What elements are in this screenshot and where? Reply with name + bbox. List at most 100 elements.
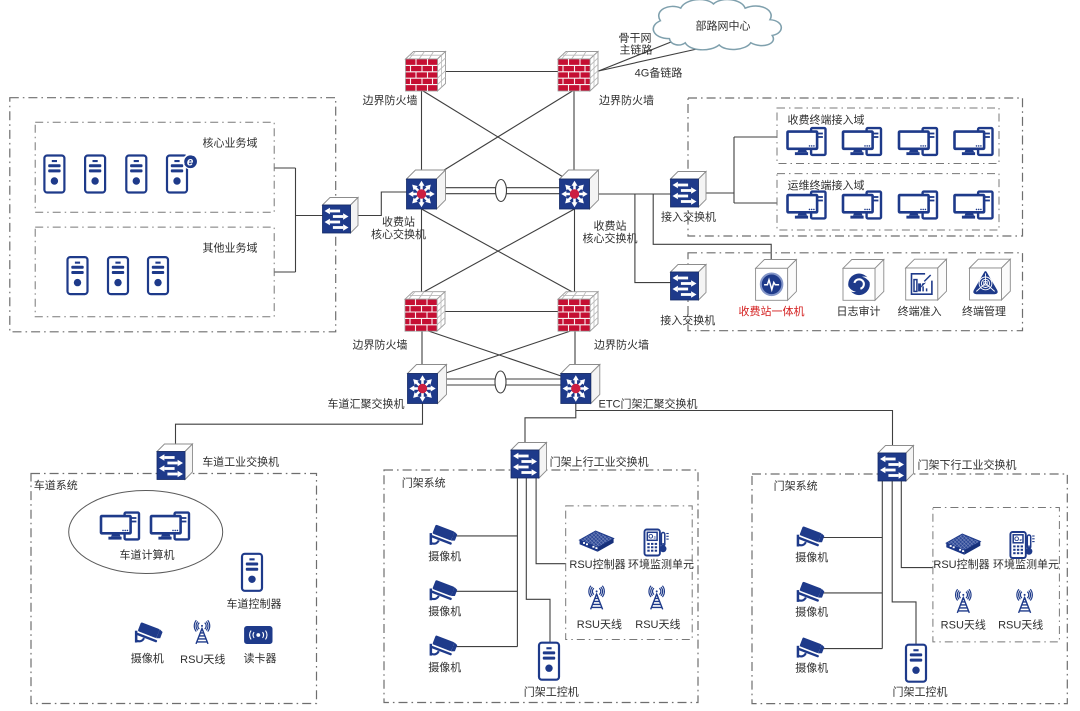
core-server-2-icon[interactable]: [83, 154, 107, 194]
link-gd-cameras: [810, 473, 883, 650]
lane-reader-icon[interactable]: [243, 625, 274, 645]
gantry-down-switch-icon[interactable]: [877, 445, 914, 482]
gu-antenna-1-label: RSU天线: [577, 617, 622, 631]
aio-machine-icon[interactable]: [755, 259, 797, 301]
toll-terminal-4-icon[interactable]: [953, 126, 994, 157]
gd-env-unit-icon[interactable]: [1009, 531, 1036, 559]
agg-switch-lane-icon[interactable]: [408, 365, 447, 404]
lane-controller-icon[interactable]: [240, 552, 264, 592]
svg-text:e: e: [187, 157, 194, 169]
agg-etc-label: ETC门架汇聚交换机: [599, 396, 698, 410]
access-switch-2-label: 接入交换机: [660, 313, 715, 327]
cloud-label: 部路网中心: [696, 19, 751, 33]
toll-terminal-1-icon[interactable]: [786, 126, 827, 157]
gd-camera-3-icon[interactable]: [795, 636, 826, 660]
access-switch-1-icon[interactable]: [670, 171, 707, 208]
firewall-bottom-right-icon[interactable]: [557, 291, 599, 332]
gu-camera-3-icon[interactable]: [428, 634, 459, 658]
other-server-2-icon[interactable]: [106, 256, 130, 296]
link-fwtr-corel: [421, 89, 575, 185]
agg-switch-etc-icon[interactable]: [561, 365, 600, 404]
core-server-1-icon[interactable]: [43, 154, 66, 194]
link-gu-cameras: [443, 470, 518, 648]
gantry-up-switch-icon[interactable]: [510, 442, 547, 479]
core-server-4-icon[interactable]: e: [165, 153, 199, 194]
lane-system-title: 车道系统: [34, 478, 78, 492]
gu-antenna-1-icon[interactable]: [588, 585, 606, 611]
gd-env-unit-label: 环境监测单元: [993, 557, 1059, 571]
management-emblem-icon[interactable]: [969, 258, 1011, 301]
core-switch-right-icon[interactable]: [560, 170, 599, 209]
link-asw1-terminals: [684, 136, 777, 204]
lane-camera-label: 摄像机: [131, 651, 164, 665]
agg-lane-label: 车道汇聚交换机: [328, 396, 405, 410]
gd-ipc-icon[interactable]: [904, 643, 928, 683]
gu-antenna-2-label: RSU天线: [635, 617, 680, 631]
gu-camera-1-icon[interactable]: [428, 523, 459, 547]
core-switch-left-label-2: 核心交换机: [371, 227, 426, 241]
firewall-bottom-right-label: 边界防火墙: [594, 338, 649, 352]
link-business-bracket: [274, 167, 337, 273]
link-gu-rsu: [535, 470, 566, 565]
lane-antenna-icon[interactable]: [193, 619, 211, 645]
lane-computer-group-ellipse: [68, 490, 224, 574]
gu-rsu-controller-label: RSU控制器: [569, 557, 625, 571]
gu-env-unit-icon[interactable]: [643, 528, 670, 557]
devices: e: [43, 0, 1036, 683]
gu-camera-2-icon[interactable]: [428, 578, 459, 603]
admission-chart-icon[interactable]: [905, 258, 947, 301]
zone-business-outer: [9, 97, 337, 333]
gu-ipc-icon[interactable]: [537, 641, 561, 681]
firewall-bottom-left-label: 边界防火墙: [353, 338, 408, 352]
gu-rsu-controller-icon[interactable]: [579, 530, 615, 553]
log-audit-icon[interactable]: [842, 259, 885, 301]
gantry-up-switch-label: 门架上行工业交换机: [550, 455, 649, 469]
gd-camera-1-icon[interactable]: [795, 524, 826, 549]
gu-antenna-2-icon[interactable]: [648, 585, 666, 611]
zone-gd-rsu: [932, 507, 1060, 643]
ops-terminal-4-icon[interactable]: [953, 190, 994, 220]
ops-terminal-3-icon[interactable]: [897, 190, 939, 220]
zone-ops-terminal: [776, 173, 1000, 231]
link-gd-ipc: [891, 473, 917, 657]
firewall-top-left-icon[interactable]: [404, 50, 447, 92]
firewall-top-right-icon[interactable]: [557, 50, 599, 92]
gd-camera-2-icon[interactable]: [795, 580, 826, 604]
other-server-1-icon[interactable]: [66, 256, 89, 296]
gd-camera-3-label: 摄像机: [795, 661, 828, 675]
lane-switch-label: 车道工业交换机: [202, 455, 279, 469]
ops-terminal-2-icon[interactable]: [841, 190, 883, 220]
aio-machine-label: 收费站一体机: [739, 304, 805, 318]
emblem-icon: [973, 271, 998, 295]
firewall-top-left-label: 边界防火墙: [363, 93, 418, 107]
core-switch-left-icon[interactable]: [407, 170, 446, 209]
gd-rsu-controller-icon[interactable]: [945, 533, 981, 556]
toll-terminal-2-icon[interactable]: [841, 126, 883, 157]
labels: 部路网中心 骨干网 主链路 4G备链路 边界防火墙 边界防火墙 边界防火墙 边界…: [34, 19, 1059, 699]
ops-terminal-1-icon[interactable]: [786, 190, 827, 220]
gu-ipc-label: 门架工控机: [524, 685, 579, 699]
core-switch-right-label-1: 收费站: [594, 218, 627, 232]
lane-reader-label: 读卡器: [244, 651, 277, 665]
link-corer-asw2: [634, 194, 685, 284]
link-corel-fwbr: [421, 208, 577, 295]
swirl-icon: [848, 273, 870, 296]
lane-camera-icon[interactable]: [133, 620, 165, 645]
core-server-3-icon[interactable]: [125, 154, 148, 194]
toll-terminal-3-icon[interactable]: [897, 126, 939, 157]
web-badge-icon: e: [182, 153, 199, 170]
gd-antenna-1-icon[interactable]: [954, 588, 972, 614]
gd-antenna-2-icon[interactable]: [1016, 588, 1034, 614]
zone-core-domain: [34, 121, 275, 213]
other-server-3-icon[interactable]: [146, 256, 170, 296]
business-switch-icon[interactable]: [322, 197, 359, 234]
backup-link-label: 4G备链路: [635, 66, 683, 80]
firewall-bottom-left-icon[interactable]: [404, 291, 446, 332]
access-switch-2-icon[interactable]: [670, 264, 707, 301]
lane-industrial-switch-icon[interactable]: [156, 443, 193, 480]
gd-rsu-controller-label: RSU控制器: [933, 557, 989, 571]
wires: [174, 40, 933, 657]
link-corer-fwbl: [419, 208, 575, 295]
